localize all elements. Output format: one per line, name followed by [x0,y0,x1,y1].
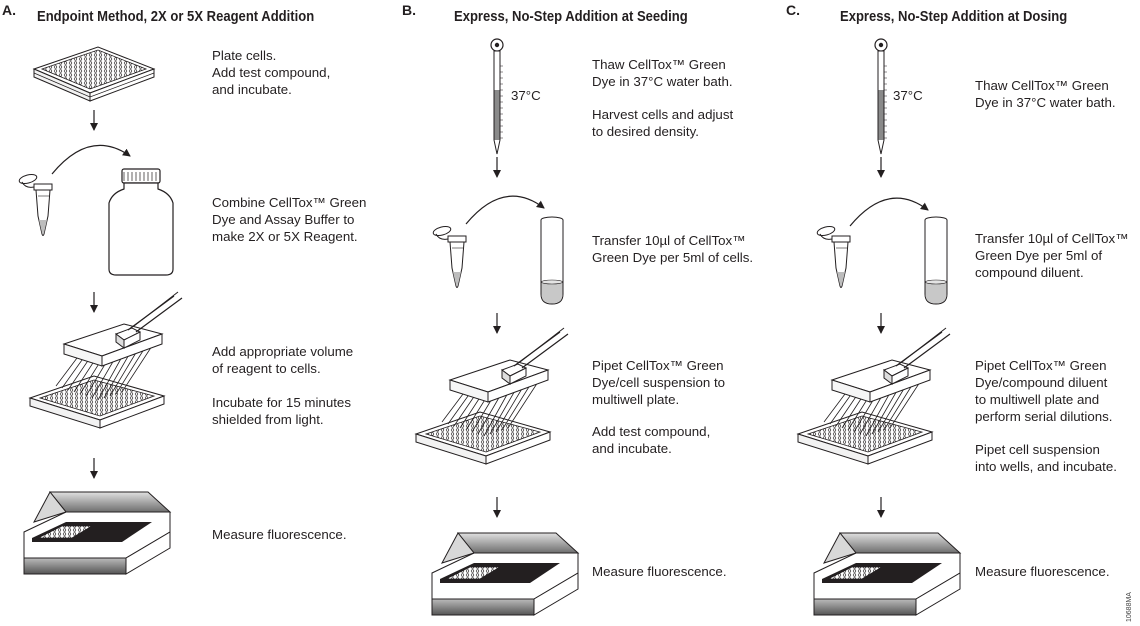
multiwell-plate-icon [33,46,155,102]
step-a2-text: Combine CellTox™ Green Dye and Assay Buf… [212,195,367,244]
multichannel-pipette-icon [797,327,951,465]
plate-reader-icon [23,491,171,575]
step-c5-text: Measure fluorescence. [975,564,1110,579]
panel-b-letter: B. [402,2,416,18]
plate-reader-icon [813,532,961,616]
panel-a: A. Endpoint Method, 2X or 5X Reagent Add… [0,0,380,626]
down-arrow-icon [493,157,501,178]
down-arrow-icon [877,157,885,178]
step-b3-text: Transfer 10µl of CellTox™ Green Dye per … [592,233,754,265]
down-arrow-icon [877,497,885,518]
panel-b-title: Express, No-Step Addition at Seeding [454,9,688,25]
multichannel-pipette-icon [415,327,569,465]
microtube-icon [815,224,851,288]
step-b6-text: Measure fluorescence. [592,564,727,579]
step-b5-text: Add test compound, and incubate. [592,424,711,456]
step-b1-text: Thaw CellTox™ Green Dye in 37°C water ba… [592,57,733,89]
step-c4-text: Pipet cell suspension into wells, and in… [975,442,1117,474]
temp-label-b: 37°C [511,88,541,103]
step-c1-text: Thaw CellTox™ Green Dye in 37°C water ba… [975,78,1116,110]
panel-c-letter: C. [786,2,800,18]
down-arrow-icon [493,497,501,518]
multichannel-pipette-icon [29,291,183,429]
thermometer-icon [874,38,888,155]
temp-label-c: 37°C [893,88,923,103]
microtube-icon [431,224,467,288]
panel-c: C. Express, No-Step Addition at Dosing 3… [760,0,1140,626]
panel-c-title: Express, No-Step Addition at Dosing [840,9,1068,25]
figure-code: 10688MA [1126,592,1133,622]
step-a5-text: Measure fluorescence. [212,527,347,542]
transfer-arc-icon [51,144,131,175]
microtube-icon [17,172,53,236]
step-c2-text: Transfer 10µl of CellTox™ Green Dye per … [975,231,1129,280]
step-b2-text: Harvest cells and adjust to desired dens… [592,107,734,139]
down-arrow-icon [493,313,501,334]
step-a3-text: Add appropriate volume of reagent to cel… [212,344,354,376]
panel-a-title: Endpoint Method, 2X or 5X Reagent Additi… [37,9,315,25]
step-a4-text: Incubate for 15 minutes shielded from li… [212,395,351,427]
down-arrow-icon [90,292,98,313]
down-arrow-icon [90,110,98,131]
down-arrow-icon [90,458,98,479]
thermometer-icon [490,38,504,155]
panel-a-letter: A. [2,2,16,18]
step-c3-text: Pipet CellTox™ Green Dye/compound diluen… [975,358,1113,424]
step-a1-text: Plate cells. Add test compound, and incu… [212,48,331,97]
test-tube-icon [924,216,948,305]
transfer-arc-icon [849,197,929,227]
plate-reader-icon [431,532,579,616]
down-arrow-icon [877,313,885,334]
panel-b: B. Express, No-Step Addition at Seeding … [380,0,760,626]
test-tube-icon [540,216,564,305]
bottle-icon [108,168,174,276]
step-b4-text: Pipet CellTox™ Green Dye/cell suspension… [592,358,726,407]
transfer-arc-icon [465,195,545,225]
